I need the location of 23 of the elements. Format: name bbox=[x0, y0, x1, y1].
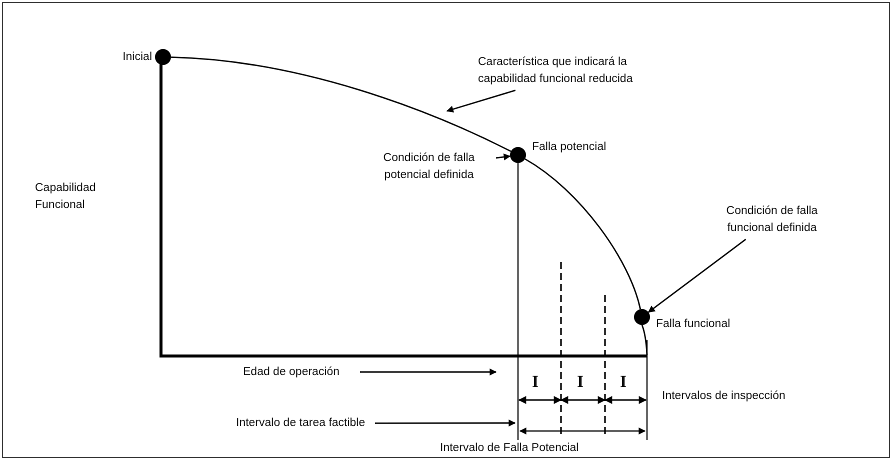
interval-symbol: I bbox=[532, 371, 539, 393]
point-marker bbox=[510, 147, 526, 163]
point-marker bbox=[634, 309, 650, 325]
degradation-curve bbox=[524, 158, 642, 310]
point-label: Inicial bbox=[122, 50, 152, 65]
point-marker bbox=[155, 49, 171, 65]
dimension-label: Intervalos de inspección bbox=[662, 389, 786, 404]
callout-text: Condición de falla funcional definida bbox=[708, 203, 836, 236]
interval-symbol: I bbox=[620, 371, 627, 393]
leader-arrow bbox=[446, 90, 516, 113]
callout-text: Intervalo de tarea factible bbox=[236, 415, 372, 432]
point-label: Falla funcional bbox=[656, 317, 732, 332]
degradation-curve bbox=[170, 56, 512, 152]
dimension-label: Intervalo de Falla Potencial bbox=[440, 441, 579, 456]
point-label: Falla potencial bbox=[532, 140, 608, 155]
leader-arrow bbox=[496, 153, 511, 160]
axis-label: Edad de operación bbox=[243, 365, 340, 380]
leader-arrow bbox=[375, 420, 516, 426]
leader-arrow bbox=[648, 238, 746, 313]
axis-label: Capabilidad Funcional bbox=[35, 181, 97, 213]
callout-text: Característica que indicará la capabilidad funcional reducida bbox=[478, 54, 683, 88]
interval-symbol: I bbox=[577, 371, 584, 393]
callout-text: Condición de falla potencial definida bbox=[365, 150, 493, 184]
